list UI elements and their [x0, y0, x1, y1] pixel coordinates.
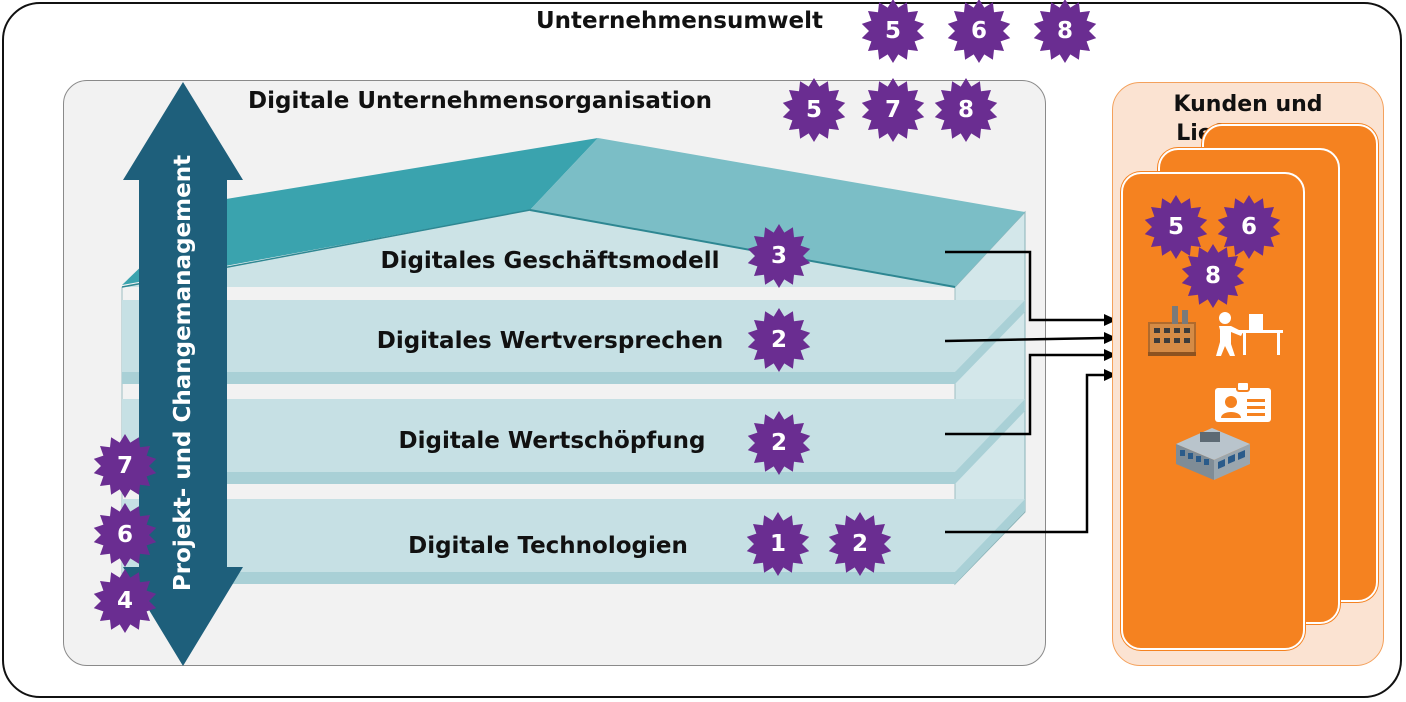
- layer-label-technologien: Digitale Technologien: [408, 533, 688, 559]
- number-badge: 7: [92, 433, 158, 499]
- number-badge: 7: [860, 77, 926, 143]
- badge-number: 2: [770, 327, 787, 353]
- badge-number: 6: [970, 18, 987, 44]
- roof-right: [530, 138, 1025, 287]
- badge-number: 8: [1204, 263, 1221, 289]
- number-badge: 8: [1180, 243, 1246, 309]
- badge-number: 6: [1240, 214, 1257, 240]
- number-badge: 1: [745, 511, 811, 577]
- number-badge: 5: [860, 0, 926, 64]
- number-badge: 6: [1216, 194, 1282, 260]
- badge-number: 7: [884, 97, 901, 123]
- environment-title: Unternehmensumwelt: [536, 8, 824, 34]
- number-badge: 6: [946, 0, 1012, 64]
- id-card-icon: [1215, 382, 1271, 422]
- badge-number: 8: [957, 97, 974, 123]
- organization-title: Digitale Unternehmensorganisation: [248, 88, 712, 114]
- roof-left: [122, 138, 598, 285]
- factory-icon: [1148, 306, 1196, 356]
- change-management-arrow: [123, 82, 243, 666]
- connector-lines: [944, 250, 1106, 534]
- layer-label-geschaeftsmodell: Digitales Geschäftsmodell: [380, 248, 720, 274]
- badge-number: 4: [116, 588, 133, 614]
- layer-label-wertversprechen: Digitales Wertversprechen: [376, 328, 724, 354]
- number-badge: 2: [827, 511, 893, 577]
- badge-number: 3: [770, 243, 787, 269]
- number-badge: 5: [1143, 194, 1209, 260]
- number-badge: 6: [92, 502, 158, 568]
- change-arrow-label: Projekt- und Changemanagement: [170, 154, 197, 591]
- badge-number: 2: [770, 430, 787, 456]
- badge-number: 1: [769, 531, 786, 557]
- layer-label-wertschoepfung: Digitale Wertschöpfung: [398, 428, 706, 454]
- office-building-icon: [1176, 428, 1250, 480]
- badge-number: 6: [116, 522, 133, 548]
- number-badge: 4: [92, 568, 158, 634]
- number-badge: 8: [933, 77, 999, 143]
- badge-number: 7: [116, 453, 133, 479]
- number-badge: 5: [781, 77, 847, 143]
- badge-number: 8: [1056, 18, 1073, 44]
- roof-front: [122, 210, 955, 287]
- number-badge: 8: [1032, 0, 1098, 64]
- badge-number: 5: [805, 97, 822, 123]
- number-badge: 2: [746, 307, 812, 373]
- number-badge: 3: [746, 223, 812, 289]
- number-badge: 2: [746, 410, 812, 476]
- person-desk-icon: [1216, 312, 1283, 356]
- badge-number: 5: [1167, 214, 1184, 240]
- badge-number: 5: [884, 18, 901, 44]
- badge-number: 2: [851, 531, 868, 557]
